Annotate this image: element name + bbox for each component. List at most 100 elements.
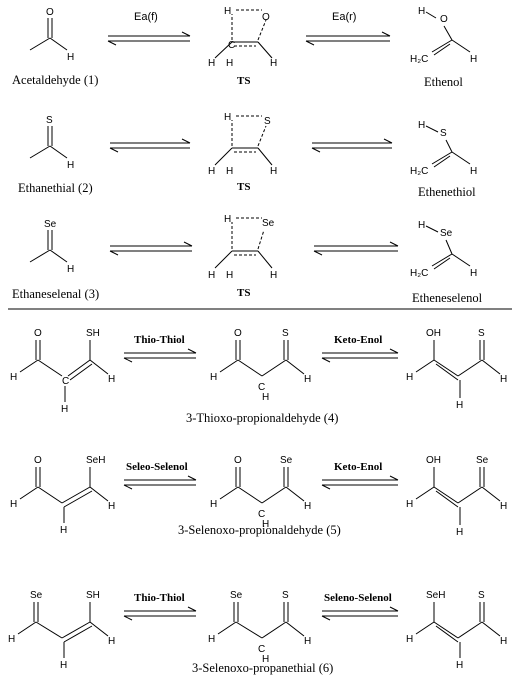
atom-o: O xyxy=(34,455,42,466)
compound-6-thiol-structure: Se SH H H H xyxy=(8,590,115,671)
ethenethiol-structure: H S H₂C H xyxy=(410,120,477,177)
atom-h: H xyxy=(418,120,425,131)
ts-label: TS xyxy=(237,75,250,87)
seleo-selenol-label: Seleo-Selenol xyxy=(126,461,188,473)
atom-h: H xyxy=(406,372,413,383)
atom-h: H xyxy=(456,660,463,671)
acetaldehyde-structure: O H xyxy=(29,7,74,63)
atom-h: H xyxy=(224,214,231,225)
ts2-structure: S H H H H xyxy=(208,112,277,177)
keto-enol-label: Keto-Enol xyxy=(334,461,382,473)
compound-2-name: Ethanethial (2) xyxy=(18,181,93,195)
compound-5-selenol-structure: O SeH H H H xyxy=(10,455,115,536)
equilibrium-arrow-6b xyxy=(321,606,399,621)
atom-h: H xyxy=(67,160,74,171)
atom-h: H xyxy=(108,636,115,647)
atom-se: Se xyxy=(230,590,243,601)
atom-se: Se xyxy=(44,219,57,230)
ts1-structure: O H C H H H xyxy=(208,6,277,69)
equilibrium-arrow-2a xyxy=(109,138,191,153)
atom-h: H xyxy=(418,220,425,231)
atom-h: H xyxy=(208,166,215,177)
compound-5-structure: O C H Se H H xyxy=(210,455,311,530)
compound-6-name: 3-Selenoxo-propanethial (6) xyxy=(192,661,333,675)
ea-reverse-label: Ea(r) xyxy=(332,11,356,23)
compound-1-name: Acetaldehyde (1) xyxy=(12,73,98,87)
atom-s: S xyxy=(282,328,289,339)
compound-4-structure: O C H S H H xyxy=(210,328,311,403)
atom-h2c: H₂C xyxy=(410,166,428,177)
atom-h: H xyxy=(61,404,68,415)
atom-h: H xyxy=(456,400,463,411)
atom-s: S xyxy=(478,328,485,339)
ts-label: TS xyxy=(237,287,250,299)
etheneselenol-structure: H Se H₂C H xyxy=(410,220,477,279)
atom-h: H xyxy=(418,6,425,17)
atom-sh: SH xyxy=(86,590,100,601)
atom-h: H xyxy=(304,501,311,512)
equilibrium-arrow-3a xyxy=(109,241,193,256)
atom-h: H xyxy=(224,6,231,17)
atom-h: H xyxy=(108,374,115,385)
atom-h: H xyxy=(470,54,477,65)
atom-s: S xyxy=(282,590,289,601)
atom-c: C xyxy=(62,376,69,387)
atom-h: H xyxy=(210,499,217,510)
atom-o: O xyxy=(234,328,242,339)
atom-h: H xyxy=(406,634,413,645)
atom-h: H xyxy=(226,270,233,281)
atom-se: Se xyxy=(30,590,43,601)
atom-se: Se xyxy=(280,455,293,466)
atom-h: H xyxy=(406,499,413,510)
atom-h: H xyxy=(10,499,17,510)
atom-h: H xyxy=(208,270,215,281)
atom-h: H xyxy=(270,58,277,69)
ethenol-structure: H O H₂C H xyxy=(410,6,477,65)
equilibrium-arrow-5a xyxy=(123,475,197,490)
atom-h2: H xyxy=(262,392,269,403)
atom-h2: H xyxy=(262,519,269,530)
atom-h: H xyxy=(208,58,215,69)
atom-o: O xyxy=(440,14,448,25)
atom-h: H xyxy=(226,166,233,177)
ethanethial-structure: S H xyxy=(29,115,74,171)
atom-o: O xyxy=(262,12,270,23)
atom-h: H xyxy=(10,372,17,383)
atom-h: H xyxy=(60,660,67,671)
atom-h: H xyxy=(60,525,67,536)
compound-4-name: 3-Thioxo-propionaldehyde (4) xyxy=(186,411,338,425)
ts-label: TS xyxy=(237,181,250,193)
atom-h: H xyxy=(500,501,507,512)
keto-enol-label: Keto-Enol xyxy=(334,334,382,346)
atom-seh: SeH xyxy=(426,590,445,601)
atom-s: S xyxy=(46,115,53,126)
atom-s: S xyxy=(264,116,271,127)
atom-sh: SH xyxy=(86,328,100,339)
atom-h: H xyxy=(270,270,277,281)
etheneselenol-name: Etheneselenol xyxy=(412,291,483,305)
atom-h: H xyxy=(67,52,74,63)
atom-o: O xyxy=(34,328,42,339)
atom-h: H xyxy=(108,501,115,512)
atom-h2c: H₂C xyxy=(410,268,428,279)
seleno-selenol-label: Seleno-Selenol xyxy=(324,592,392,604)
atom-se: Se xyxy=(262,218,275,229)
ea-forward-label: Ea(f) xyxy=(134,11,158,23)
atom-h: H xyxy=(210,372,217,383)
atom-seh: SeH xyxy=(86,455,105,466)
equilibrium-arrow-6a xyxy=(123,606,197,621)
equilibrium-arrow-1b xyxy=(305,31,391,46)
compound-6-structure: Se C H S H H xyxy=(208,590,311,665)
atom-h: H xyxy=(8,634,15,645)
atom-o: O xyxy=(234,455,242,466)
atom-h: H xyxy=(470,166,477,177)
atom-se: Se xyxy=(476,455,489,466)
compound-5-enol-structure: OH Se H H H xyxy=(406,455,507,538)
compound-4-enol-structure: OH S H H H xyxy=(406,328,507,411)
atom-se: Se xyxy=(440,228,453,239)
equilibrium-arrow-5b xyxy=(321,475,399,490)
atom-h2c: H₂C xyxy=(410,54,428,65)
atom-oh: OH xyxy=(426,455,441,466)
compound-5-name: 3-Selenoxo-propionaldehyde (5) xyxy=(178,523,341,537)
compound-3-name: Ethaneselenal (3) xyxy=(12,287,99,301)
